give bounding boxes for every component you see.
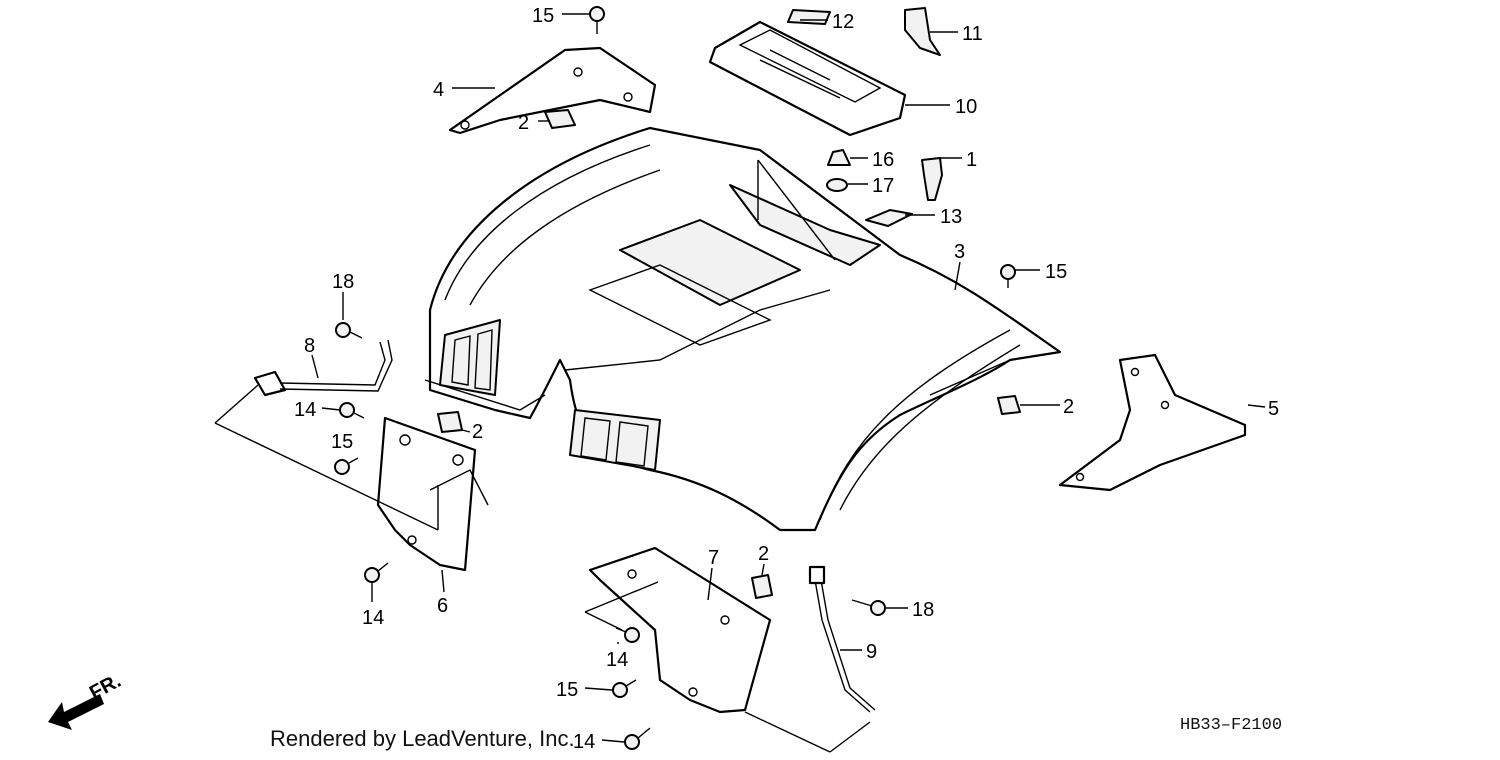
callout-18-left: 18 xyxy=(332,271,354,293)
callout-3: 3 xyxy=(954,241,965,263)
carrier-plate-part-10 xyxy=(708,20,907,137)
callout-15-bottom: 15 xyxy=(556,679,578,701)
callout-17: 17 xyxy=(872,175,894,197)
front-direction-arrow: FR. xyxy=(48,670,125,730)
callout-8: 8 xyxy=(304,335,315,357)
callout-11: 11 xyxy=(962,23,983,45)
callout-14-lower: 14 xyxy=(362,607,384,629)
callout-15-left: 15 xyxy=(331,431,353,453)
callout-6: 6 xyxy=(437,595,448,617)
stay-part-9 xyxy=(808,565,876,713)
callout-14-left: 14 xyxy=(294,399,316,421)
callout-14-bottom: 14 xyxy=(573,731,595,753)
credit-text: Rendered by LeadVenture, Inc. xyxy=(270,726,575,751)
mud-flap-part-7 xyxy=(588,546,772,714)
side-cover-part-5 xyxy=(1058,353,1247,492)
callout-7: 7 xyxy=(708,547,719,569)
callout-5: 5 xyxy=(1268,398,1279,420)
callout-numbers: 15 12 11 4 2 10 16 1 17 13 3 15 18 8 14 … xyxy=(294,5,1279,753)
callout-18-right: 18 xyxy=(912,599,934,621)
stay-part-8 xyxy=(253,339,393,397)
callout-2-lower: 2 xyxy=(758,543,769,565)
callout-16: 16 xyxy=(872,149,894,171)
callout-13: 13 xyxy=(940,206,962,228)
diagram-code: HB33–F2100 xyxy=(1180,716,1283,735)
callout-1: 1 xyxy=(966,149,977,171)
callout-9: 9 xyxy=(866,641,877,663)
bracket-part-4 xyxy=(448,46,657,135)
hardware xyxy=(334,6,1021,750)
rear-fender-part-3 xyxy=(424,126,1062,532)
callout-leaders xyxy=(311,13,1266,743)
callout-2-top: 2 xyxy=(518,112,529,134)
callout-2-mid: 2 xyxy=(472,421,483,443)
callout-14-mid: 14 xyxy=(606,649,628,671)
callout-12: 12 xyxy=(832,11,854,33)
callout-15-right: 15 xyxy=(1045,261,1067,283)
callout-4: 4 xyxy=(433,79,444,101)
mud-flap-part-6 xyxy=(376,416,489,572)
callout-10: 10 xyxy=(955,96,977,118)
callout-15-top: 15 xyxy=(532,5,554,27)
alignment-lines xyxy=(214,159,871,753)
callout-2-right: 2 xyxy=(1063,396,1074,418)
